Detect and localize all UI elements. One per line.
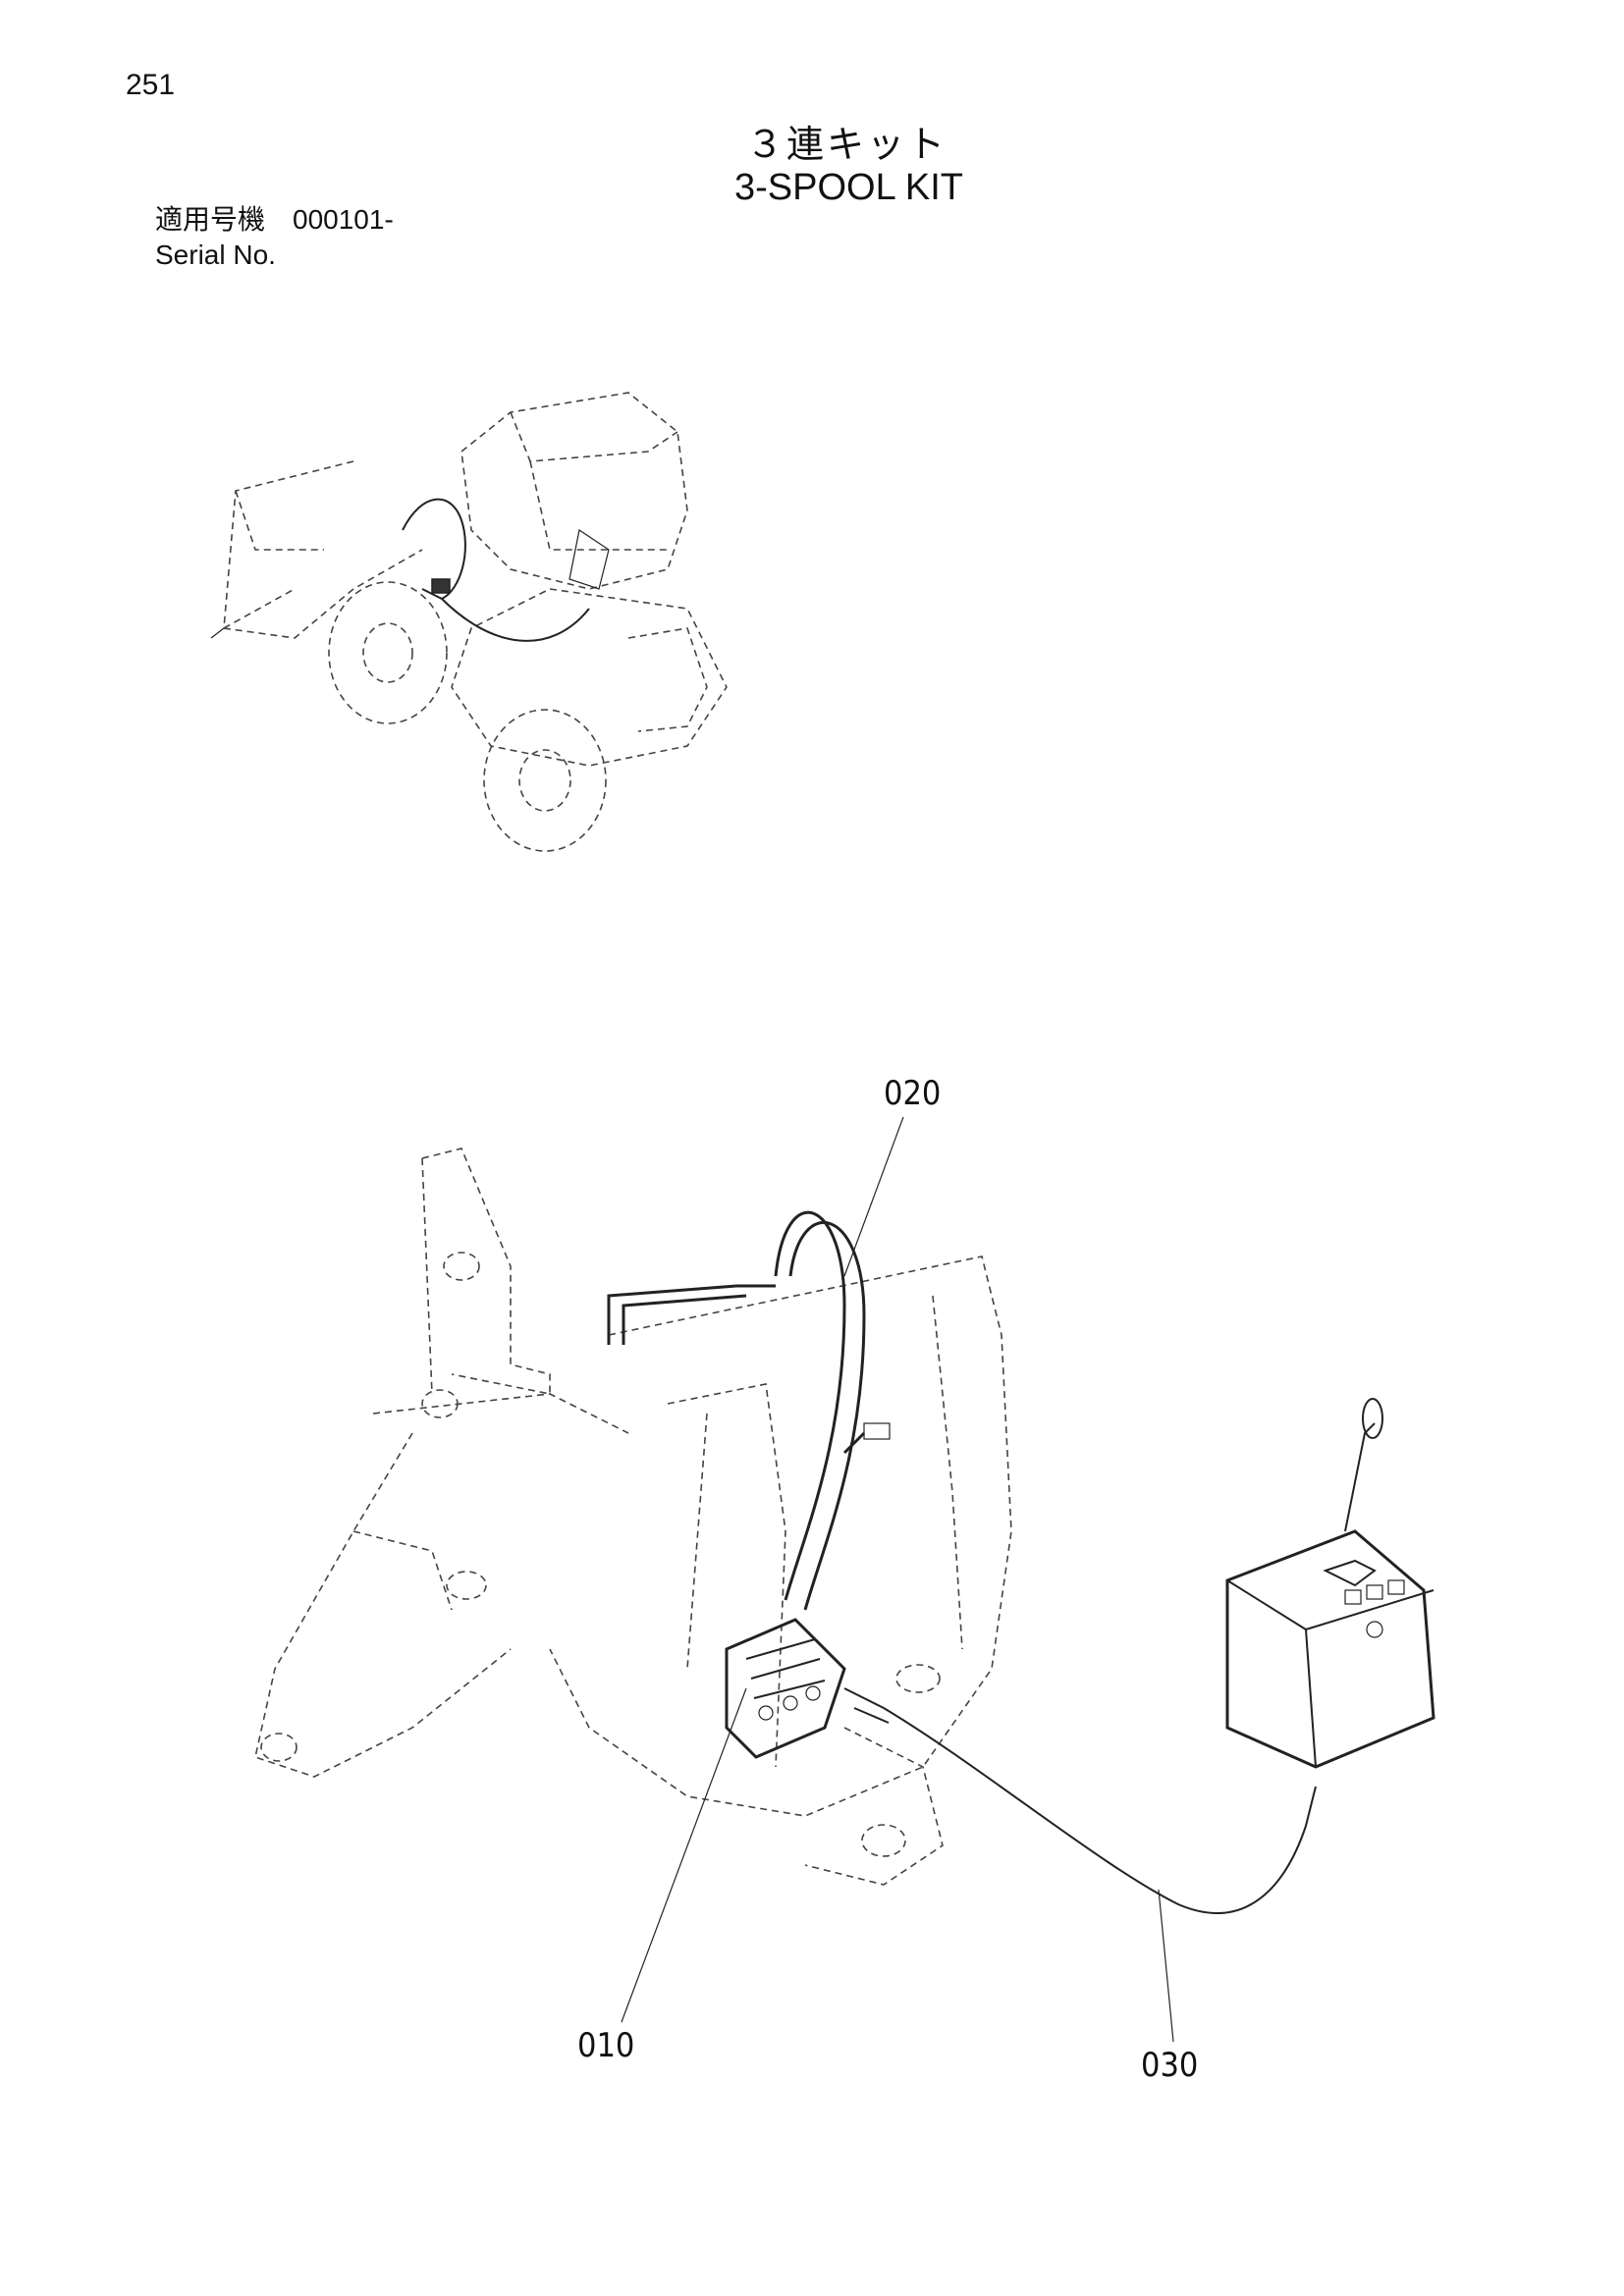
title-japanese: ３連キット [746,123,948,166]
callout-020: 020 [884,1074,941,1113]
serial-label-en: Serial No. [155,240,276,270]
serial-block: 適用号機 000101- Serial No. [155,202,394,273]
serial-label-jp: 適用号機 [155,203,266,236]
main-detail-illustration: 020 010 030 [254,1074,1435,2085]
page-number: 251 [126,69,176,101]
serial-value: 000101- [293,204,394,235]
callout-010: 010 [577,2026,634,2065]
serial-row: 適用号機 000101- [155,202,394,238]
title-english: 3-SPOOL KIT [734,167,963,208]
control-valve [725,1618,846,1759]
callout-030: 030 [1141,2046,1198,2085]
leader-020 [843,1116,904,1277]
leader-030 [1158,1889,1174,2043]
lever-console [1225,1398,1435,1769]
leader-010 [621,1687,747,2023]
overview-loader-illustration [210,392,728,852]
